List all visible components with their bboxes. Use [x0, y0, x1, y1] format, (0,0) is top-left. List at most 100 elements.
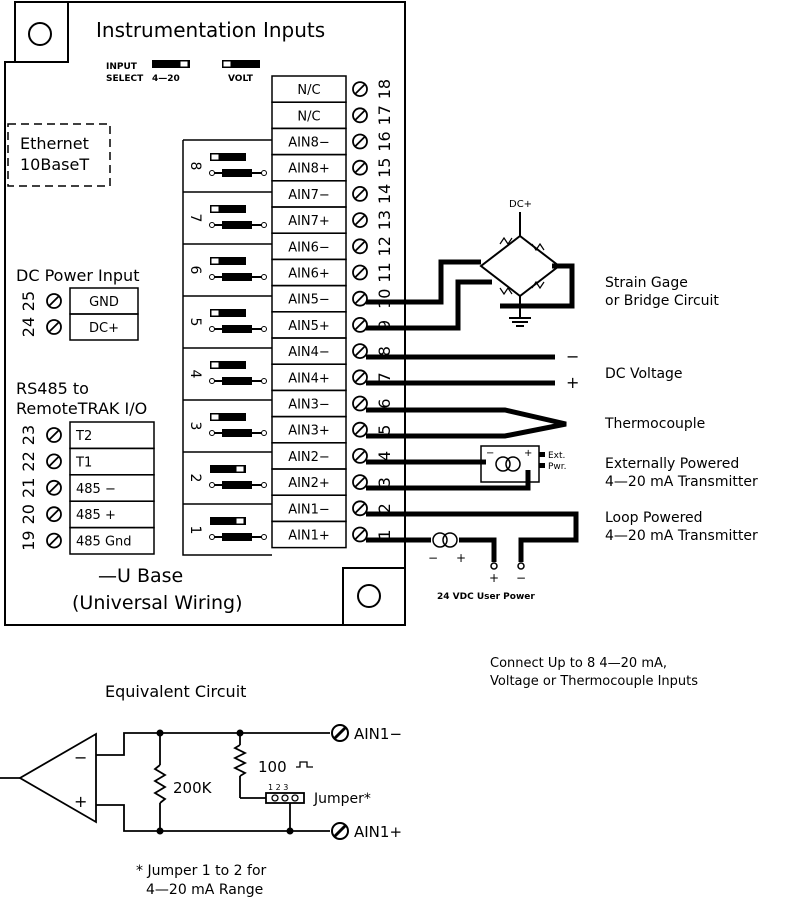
terminal-label: 485 + [76, 508, 116, 523]
terminal-label: AIN5− [288, 293, 330, 308]
screw-terminal-icon [352, 343, 368, 360]
jumper-header [210, 361, 246, 369]
terminal-label: T2 [75, 429, 92, 444]
screw-terminal-icon [46, 453, 62, 470]
svg-text:SELECT: SELECT [106, 74, 144, 84]
ethernet-label: Ethernet [20, 134, 89, 153]
loop-transmitter-label: Loop Powered [605, 510, 703, 526]
terminal-number: 3 [375, 477, 394, 487]
resistor-100-label: 100 [258, 758, 287, 776]
wire-ain1-minus [366, 511, 579, 562]
ext-transmitter-label-2: 4—20 mA Transmitter [605, 474, 758, 490]
ext-plus: + [524, 448, 532, 459]
terminal-number: 21 [19, 478, 38, 498]
screw-terminal-icon [352, 81, 368, 97]
screw-terminal-icon [46, 479, 62, 496]
terminal-number: 18 [375, 79, 394, 99]
strain-gage-label: Strain Gage [605, 275, 688, 291]
loop-transmitter-label-2: 4—20 mA Transmitter [605, 528, 758, 544]
screw-terminal-icon [46, 532, 62, 549]
terminal-number: 6 [375, 398, 394, 408]
screw-terminal-icon [352, 159, 368, 176]
screw-terminal-icon [352, 447, 368, 464]
terminal-label: AIN6+ [288, 267, 330, 282]
wire-ain5-plus [366, 279, 492, 331]
opamp-minus: − [74, 748, 87, 767]
ext-minus: − [486, 448, 494, 459]
terminal-number: 2 [375, 503, 394, 513]
screw-terminal-ain1-minus [331, 724, 349, 742]
terminal-cell [271, 520, 347, 549]
terminal-label: 485 − [76, 482, 116, 497]
terminal-label: T1 [75, 455, 92, 470]
user-power-plus: + [489, 571, 499, 585]
jumper-note-2: 4—20 mA Range [146, 882, 263, 898]
terminal-label: AIN5+ [288, 319, 330, 334]
user-power-label: 24 VDC User Power [437, 592, 535, 602]
terminal-number: 10 [375, 289, 394, 309]
terminal-label: N/C [297, 109, 320, 124]
terminal-number: 23 [19, 425, 38, 445]
wire-ain5-minus [366, 259, 481, 305]
screw-terminal-icon [352, 316, 368, 333]
dc-power-title: DC Power Input [16, 266, 139, 285]
jumper-number: 5 [187, 318, 203, 327]
thermocouple-label: Thermocouple [604, 416, 705, 432]
jumper-label: Jumper* [313, 791, 371, 807]
connect-note: Connect Up to 8 4—20 mA, [490, 656, 667, 671]
terminal-label: DC+ [89, 321, 119, 336]
terminal-number: 4 [375, 451, 394, 461]
terminal-number: 1 [375, 529, 394, 539]
dc-voltage-plus: + [566, 373, 579, 392]
rs485-title: RS485 to [16, 379, 89, 398]
terminal-label: AIN4− [288, 345, 330, 360]
loop-transmitter-symbol [432, 532, 448, 548]
terminal-number: 12 [375, 236, 394, 256]
strain-gage-label-2: or Bridge Circuit [605, 293, 719, 309]
svg-text:VOLT: VOLT [228, 74, 254, 84]
terminal-label: AIN2+ [288, 476, 330, 491]
dc-voltage-minus: − [566, 347, 579, 366]
jumper-number: 3 [187, 422, 203, 431]
terminal-label: AIN3− [288, 398, 330, 413]
screw-terminal-icon [352, 238, 368, 255]
terminal-number: 19 [19, 530, 38, 550]
jumper-pins-label: 1 2 3 [268, 783, 288, 792]
input-select-legend: INPUT SELECT 4—20 VOLT [106, 60, 260, 84]
screw-terminal-icon [352, 185, 368, 202]
screw-terminal-icon [352, 526, 368, 543]
terminal-label: N/C [297, 83, 320, 98]
jumper-number: 6 [187, 266, 203, 275]
terminal-number: 15 [375, 158, 394, 178]
screw-terminal-icon [352, 369, 368, 386]
base-label-2: (Universal Wiring) [72, 592, 243, 614]
terminal-label: AIN7− [288, 188, 330, 203]
terminal-label: AIN1− [288, 502, 330, 517]
terminal-label: AIN8+ [288, 162, 330, 177]
resistor-200k-label: 200K [173, 779, 213, 797]
terminal-label: AIN6− [288, 240, 330, 255]
wire-ain2-plus [366, 470, 531, 491]
ext-pwr-tag: Ext. [548, 451, 565, 461]
jumper-block [182, 139, 272, 556]
mounting-hole-top [28, 22, 52, 46]
terminal-number: 14 [375, 184, 394, 204]
screw-terminal-ain1-plus [331, 822, 349, 840]
screw-terminal-icon [352, 212, 368, 229]
terminal-number: 13 [375, 210, 394, 230]
terminal-number: 11 [375, 262, 394, 282]
terminal-number: 9 [375, 320, 394, 330]
screw-terminal-icon [46, 427, 62, 443]
svg-text:INPUT: INPUT [106, 62, 138, 72]
terminal-number: 20 [19, 504, 38, 524]
module-outline [4, 1, 406, 626]
screw-terminal-icon [46, 319, 62, 335]
ain1-plus-label: AIN1+ [354, 823, 402, 841]
thermocouple-wires [366, 407, 567, 439]
mounting-hole-bottom [357, 584, 381, 608]
equivalent-circuit-title: Equivalent Circuit [105, 682, 246, 701]
